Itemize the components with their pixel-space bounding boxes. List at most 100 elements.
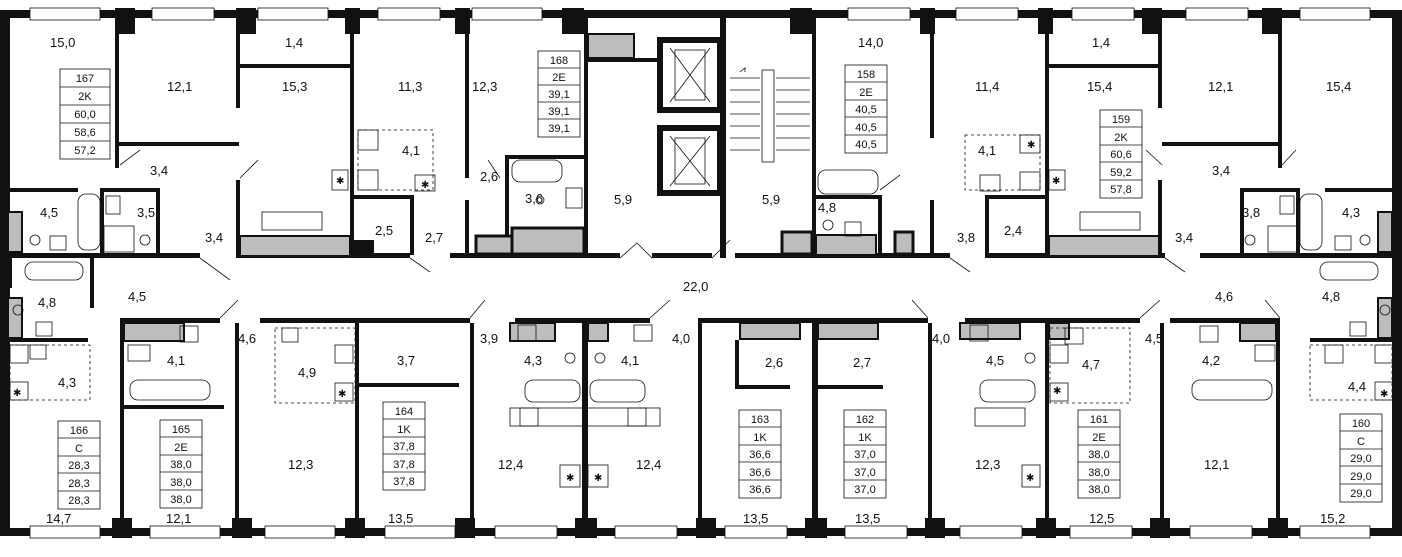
room-area: 12,1 [1208, 79, 1233, 94]
apt-area-3: 36,6 [749, 484, 770, 496]
room-area: 3,8 [957, 230, 975, 245]
room-area: 22,0 [683, 279, 708, 294]
apt-area-3: 37,8 [393, 476, 414, 488]
fixtures [9, 129, 1394, 488]
room-area: 4,1 [978, 143, 996, 158]
apartment-tables: 167 2K 60,0 58,6 57,2 168 2E 39,1 39,1 3… [57, 50, 1383, 510]
room-area: 2,6 [480, 169, 498, 184]
room-area: 3,5 [137, 205, 155, 220]
room-area: 2,6 [765, 355, 783, 370]
room-area: 4,5 [40, 205, 58, 220]
room-area: 3,8 [1242, 205, 1260, 220]
apt-area-2: 39,1 [548, 106, 569, 118]
apt-table-160: 160 C 29,0 29,0 29,0 [1339, 413, 1383, 503]
room-area: 4,6 [238, 331, 256, 346]
apt-table-168: 168 2E 39,1 39,1 39,1 [537, 50, 581, 138]
room-area: 15,3 [282, 79, 307, 94]
apt-area-2: 37,8 [393, 459, 414, 471]
outer-walls [0, 7, 1402, 539]
apt-number: 159 [1112, 114, 1130, 126]
apt-area-3: 29,0 [1350, 488, 1371, 500]
room-area: 12,1 [167, 79, 192, 94]
apt-number: 166 [70, 425, 88, 437]
apt-type: 1K [753, 432, 767, 444]
room-area: 12,3 [288, 457, 313, 472]
room-area: 12,5 [1089, 511, 1114, 526]
apt-table-158: 158 2E 40,5 40,5 40,5 [844, 64, 888, 154]
room-area: 3,7 [397, 353, 415, 368]
apt-area-2: 38,0 [170, 477, 191, 489]
apt-number: 163 [751, 414, 769, 426]
room-area: 4,5 [986, 353, 1004, 368]
room-area: 4,2 [1202, 353, 1220, 368]
apt-area-total: 39,1 [548, 89, 569, 101]
apt-area-2: 40,5 [855, 122, 876, 134]
room-area: 3,6 [525, 191, 543, 206]
apt-number: 168 [550, 55, 568, 67]
room-area: 13,5 [855, 511, 880, 526]
apt-table-164: 164 1K 37,8 37,8 37,8 [382, 401, 426, 491]
room-area: 15,4 [1087, 79, 1112, 94]
apt-table-167: 167 2K 60,0 58,6 57,2 [59, 68, 111, 160]
room-area: 15,2 [1320, 511, 1345, 526]
apt-area-3: 38,0 [170, 494, 191, 506]
apt-area-3: 28,3 [68, 495, 89, 507]
vent-icon: ✱ [336, 176, 344, 187]
apt-area-total: 29,0 [1350, 453, 1371, 465]
apt-table-166: 166 C 28,3 28,3 28,3 [57, 420, 101, 510]
room-area: 12,4 [498, 457, 523, 472]
room-area: 5,9 [614, 192, 632, 207]
room-area: 3,4 [205, 230, 223, 245]
room-area: 4,1 [402, 143, 420, 158]
vent-icon: ✱ [594, 473, 602, 484]
room-area: 4,1 [621, 353, 639, 368]
room-area: 4,8 [818, 200, 836, 215]
apt-type: 2K [1114, 132, 1128, 144]
apt-type: 2E [1092, 432, 1105, 444]
apt-area-3: 57,2 [74, 145, 95, 157]
room-area: 2,4 [1004, 223, 1022, 238]
room-area: 3,4 [150, 163, 168, 178]
apt-number: 162 [856, 414, 874, 426]
apt-number: 164 [395, 406, 413, 418]
room-area: 15,4 [1326, 79, 1351, 94]
apt-type: 2K [78, 91, 92, 103]
room-area: 11,3 [398, 79, 422, 94]
vent-icon: ✱ [1053, 386, 1061, 397]
room-area: 2,7 [853, 355, 871, 370]
apt-number: 158 [857, 69, 875, 81]
apt-area-3: 38,0 [1088, 484, 1109, 496]
apt-area-total: 36,6 [749, 449, 770, 461]
apt-area-2: 36,6 [749, 467, 770, 479]
apt-type: C [1357, 436, 1365, 448]
room-area: 4,3 [1342, 205, 1360, 220]
apt-table-163: 163 1K 36,6 36,6 36,6 [738, 409, 782, 499]
vent-icon: ✱ [1027, 140, 1035, 151]
apt-type: 1K [858, 432, 872, 444]
room-area: 12,1 [166, 511, 191, 526]
apt-area-3: 40,5 [855, 139, 876, 151]
apt-table-162: 162 1K 37,0 37,0 37,0 [843, 409, 887, 499]
room-area: 3,9 [480, 331, 498, 346]
room-area: 4,3 [524, 353, 542, 368]
vent-markers: ✱ ✱ ✱ ✱ ✱ ✱ ✱ ✱ ✱ ✱ ✱ [13, 140, 1388, 484]
apt-area-total: 60,6 [1110, 149, 1131, 161]
room-area: 4,4 [1348, 379, 1366, 394]
door-swings [119, 149, 1297, 319]
room-area: 14,7 [46, 511, 71, 526]
room-area: 4,5 [128, 289, 146, 304]
apt-area-2: 59,2 [1110, 167, 1131, 179]
apt-area-2: 38,0 [1088, 467, 1109, 479]
apt-type: 2E [859, 87, 872, 99]
room-area: 4,8 [38, 295, 56, 310]
apt-area-total: 60,0 [74, 109, 95, 121]
room-area: 12,3 [472, 79, 497, 94]
room-area: 14,0 [858, 35, 883, 50]
vent-icon: ✱ [1380, 389, 1388, 400]
apt-type: C [75, 443, 83, 455]
apt-area-3: 39,1 [548, 123, 569, 135]
apt-area-3: 57,8 [1110, 184, 1131, 196]
room-area: 1,4 [285, 35, 303, 50]
room-area: 12,4 [636, 457, 661, 472]
